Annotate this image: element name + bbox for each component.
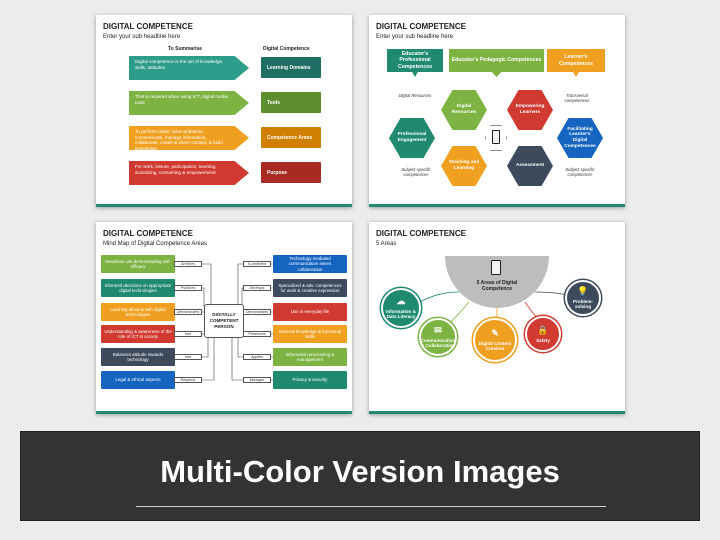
mindmap-right-tag: Develops xyxy=(243,285,271,291)
phone-icon xyxy=(491,260,501,275)
mindmap-left-node: Understanding & awareness of the role of… xyxy=(101,325,175,343)
column-header-left: To Summarise xyxy=(168,46,203,52)
note-subject-right: Subject-specific competences xyxy=(565,167,595,178)
mindmap-left-tag: Demonstrates xyxy=(174,309,202,315)
multi-color-banner: Multi-Color Version Images xyxy=(20,431,700,521)
hex-digital-resources: Digital Resources xyxy=(441,90,487,130)
slide-title: DIGITAL COMPETENCE xyxy=(103,22,193,31)
area-circle: ✉Communication & Collaboration xyxy=(419,318,457,356)
area-circle: 🔒 Safety xyxy=(525,316,561,352)
hex-facilitating: Facilitating Learner's Digital Competenc… xyxy=(557,118,603,158)
pen-icon: ✎ xyxy=(491,328,499,339)
mindmap-right-tag: Is proficient xyxy=(243,261,271,267)
area-circle: ✎Digital Content Creation xyxy=(473,318,517,362)
hex-teaching-learning: Teaching and Learning xyxy=(441,146,487,186)
header-professional: Educator's Professional Competences xyxy=(387,49,443,77)
area-circle: ☁Information & Data Literacy xyxy=(381,288,421,328)
competence-label: Competence Areas xyxy=(261,127,321,148)
hex-professional-engagement: Professional Engagement xyxy=(389,118,435,158)
mindmap-right-node: Specialized & adv. competences for work … xyxy=(273,279,347,297)
hex-assessment: Assessment xyxy=(507,146,553,186)
area-label: Communication & Collaboration xyxy=(420,337,456,349)
lock-icon: 🔒 xyxy=(537,324,549,335)
competence-label: Tools xyxy=(261,92,321,113)
mindmap-left-tag: Archives xyxy=(174,261,202,267)
slide-subtitle: Enter your sub headline here xyxy=(103,34,181,40)
mindmap-right-tag: Possesses xyxy=(243,331,271,337)
thumbnail-five-areas[interactable]: DIGITAL COMPETENCE 5 Areas 5 Areas of Di… xyxy=(369,222,625,414)
summary-arrow: For work, leisure, participation, learni… xyxy=(129,161,249,185)
mindmap-right-tag: Applies xyxy=(243,354,271,360)
chat-icon: ✉ xyxy=(434,325,442,336)
competence-label: Learning Domains xyxy=(261,57,321,78)
note-transversal: Transversal competences xyxy=(564,93,590,104)
banner-underline xyxy=(136,506,606,507)
banner-title: Multi-Color Version Images xyxy=(160,454,560,489)
summary-arrow: To perform tasks; solve problems; commun… xyxy=(129,126,249,150)
summary-arrow: Digital competence is the set of knowled… xyxy=(129,56,249,80)
phone-icon xyxy=(492,130,500,144)
mindmap-left-node: Informed decisions on appropriate digita… xyxy=(101,279,175,297)
competence-label: Purpose xyxy=(261,162,321,183)
mindmap-left-node: Seamless use demonstrating self-efficacy xyxy=(101,255,175,273)
slide-title: DIGITAL COMPETENCE xyxy=(376,22,466,31)
hex-empowering-learners: Empowering Learners xyxy=(507,90,553,130)
mindmap-right-node: Technology mediated communication seven … xyxy=(273,255,347,273)
mindmap-right-node: Use in everyday life xyxy=(273,303,347,321)
mindmap-right-node: Privacy & security xyxy=(273,371,347,389)
mindmap-left-node: Learning about & with digital technologi… xyxy=(101,303,175,321)
slide-subtitle: Mind Map of Digital Competence Areas xyxy=(103,241,208,247)
slide-title: DIGITAL COMPETENCE xyxy=(376,229,466,238)
thumbnail-pedagogic[interactable]: DIGITAL COMPETENCE Enter your sub headli… xyxy=(369,15,625,207)
area-label: Problem-solving xyxy=(573,298,593,310)
note-digital-resources: Digital Resources xyxy=(398,93,432,98)
thumbnail-summary[interactable]: DIGITAL COMPETENCE Enter your sub headli… xyxy=(96,15,352,207)
mindmap-left-tag: Has xyxy=(174,354,202,360)
area-label: Digital Content Creation xyxy=(478,340,512,352)
mindmap-left-node: Balances attitude towards technology xyxy=(101,348,175,366)
slide-subtitle: Enter your sub headline here xyxy=(376,34,454,40)
mindmap-left-tag: Practices xyxy=(174,285,202,291)
column-header-right: Digital Competence xyxy=(263,46,310,52)
summary-arrow: That is required when using ICT, digital… xyxy=(129,91,249,115)
thumbnail-mindmap[interactable]: DIGITAL COMPETENCE Mind Map of Digital C… xyxy=(96,222,352,414)
mindmap-right-node: General knowledge & functional skills xyxy=(273,325,347,343)
area-label: Safety xyxy=(536,337,550,343)
mindmap-left-tag: Has xyxy=(174,331,202,337)
mindmap-left-node: Legal & ethical aspects xyxy=(101,371,175,389)
mindmap-right-tag: Manages xyxy=(243,377,271,383)
bulb-icon: 💡 xyxy=(577,286,589,297)
slide-subtitle: 5 Areas xyxy=(376,241,397,247)
center-label: 5 Areas of Digital Competence xyxy=(476,280,518,292)
center-node: DIGITALLY COMPETENT PERSON xyxy=(204,304,244,338)
mindmap-right-node: Information processing & management xyxy=(273,348,347,366)
cloud-icon: ☁ xyxy=(396,296,406,307)
mindmap-right-tag: Demonstrates xyxy=(243,309,271,315)
note-subject-left: Subject-specific competences xyxy=(401,167,431,178)
header-learner: Learner's Competences xyxy=(547,49,605,77)
area-label: Information & Data Literacy xyxy=(386,308,416,320)
header-pedagogic: Educator's Pedagogic Competences xyxy=(449,49,544,77)
mindmap-left-tag: Respects xyxy=(174,377,202,383)
slide-title: DIGITAL COMPETENCE xyxy=(103,229,193,238)
area-circle: 💡Problem-solving xyxy=(565,280,601,316)
